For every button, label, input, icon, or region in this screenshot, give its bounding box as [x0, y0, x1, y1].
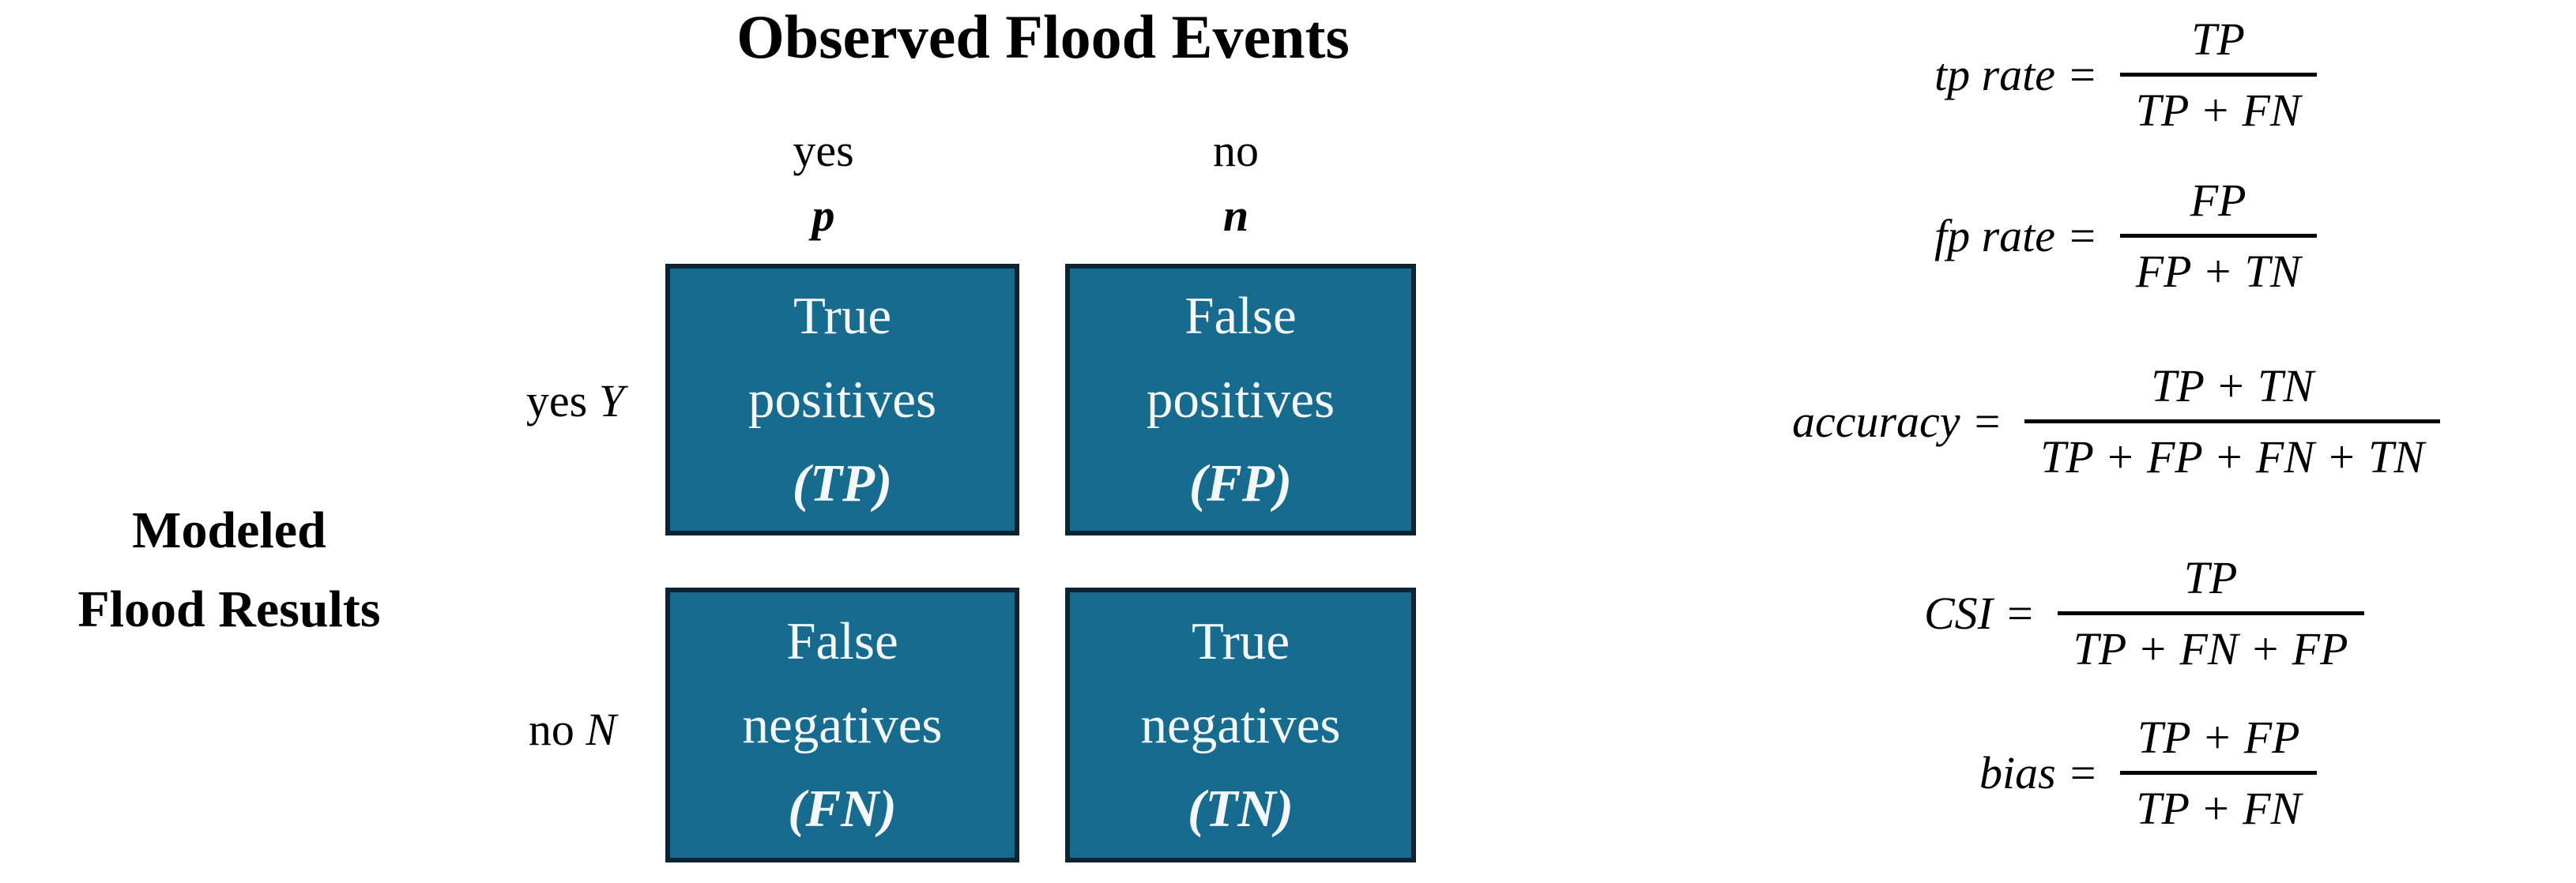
cell-tp-line2: positives	[748, 370, 937, 429]
formula-accuracy-label: accuracy =	[1792, 396, 2003, 447]
column-header-yes-symbol: p	[812, 190, 835, 241]
formula-tp-rate-label: tp rate =	[1934, 49, 2098, 100]
column-header-yes-label: yes	[793, 125, 854, 176]
cell-tp-abbr: (TP)	[792, 454, 893, 513]
numerator: TP + FP	[2137, 712, 2300, 763]
cell-fn-line1: False	[786, 612, 898, 671]
matrix-cell-true-negatives: True negatives (TN)	[1065, 588, 1416, 862]
row-header-modeled-no: no N	[379, 701, 616, 758]
formula-csi-label: CSI =	[1924, 588, 2036, 639]
formula-accuracy: accuracy = TP + TN TP + FP + FN + TN	[1792, 359, 2441, 483]
formula-csi-fraction: TP TP + FN + FP	[2057, 551, 2364, 675]
column-header-observed-yes: yes p	[646, 118, 1000, 248]
denominator: TP + FN + FP	[2057, 611, 2364, 675]
formula-csi: CSI = TP TP + FN + FP	[1924, 551, 2364, 675]
matrix-cell-false-negatives: False negatives (FN)	[665, 588, 1019, 862]
matrix-cell-true-positives: True positives (TP)	[665, 264, 1019, 535]
cell-fn-abbr: (FN)	[788, 780, 897, 838]
observed-axis-title: Observed Flood Events	[736, 2, 1350, 71]
numerator: TP	[2183, 552, 2238, 603]
formula-fp-rate-fraction: FP FP + TN	[2119, 174, 2317, 298]
cell-tn-line2: negatives	[1140, 696, 1341, 754]
cell-tn-line1: True	[1191, 612, 1290, 671]
numerator: TP + TN	[2151, 360, 2314, 411]
cell-tp-line1: True	[793, 287, 892, 345]
cell-tn-abbr: (TN)	[1188, 780, 1294, 838]
denominator: TP + FN	[2119, 73, 2317, 137]
column-header-no-label: no	[1213, 125, 1259, 176]
row-header-yes-label: yes	[525, 375, 588, 426]
modeled-axis-title: Modeled Flood Results	[4, 491, 454, 649]
column-header-observed-no: no n	[1059, 118, 1413, 248]
numerator: FP	[2190, 175, 2246, 226]
cell-fn-line2: negatives	[742, 696, 943, 754]
formula-fp-rate: fp rate = FP FP + TN	[1934, 174, 2317, 298]
formula-bias-label: bias =	[1979, 747, 2099, 798]
formula-fp-rate-label: fp rate =	[1934, 210, 2098, 261]
cell-fp-abbr: (FP)	[1188, 454, 1293, 513]
denominator: FP + TN	[2119, 234, 2317, 298]
row-header-modeled-yes: yes Y	[387, 373, 624, 430]
denominator: TP + FP + FN + TN	[2024, 419, 2441, 483]
formula-tp-rate-fraction: TP TP + FN	[2119, 13, 2317, 137]
modeled-axis-title-line2: Flood Results	[77, 581, 381, 638]
matrix-cell-false-positives: False positives (FP)	[1065, 264, 1416, 535]
row-header-no-label: no	[528, 704, 574, 755]
formula-tp-rate: tp rate = TP TP + FN	[1934, 13, 2317, 137]
denominator: TP + FN	[2120, 771, 2318, 835]
column-header-no-symbol: n	[1222, 190, 1249, 241]
formula-accuracy-fraction: TP + TN TP + FP + FN + TN	[2024, 359, 2441, 483]
numerator: TP	[2191, 13, 2245, 65]
row-header-no-symbol: N	[586, 704, 616, 755]
cell-fp-line1: False	[1184, 287, 1297, 345]
row-header-yes-symbol: Y	[598, 375, 624, 426]
formula-bias: bias = TP + FP TP + FN	[1979, 711, 2318, 835]
modeled-axis-title-line1: Modeled	[132, 502, 326, 559]
cell-fp-line2: positives	[1146, 370, 1335, 429]
formula-bias-fraction: TP + FP TP + FN	[2120, 711, 2318, 835]
